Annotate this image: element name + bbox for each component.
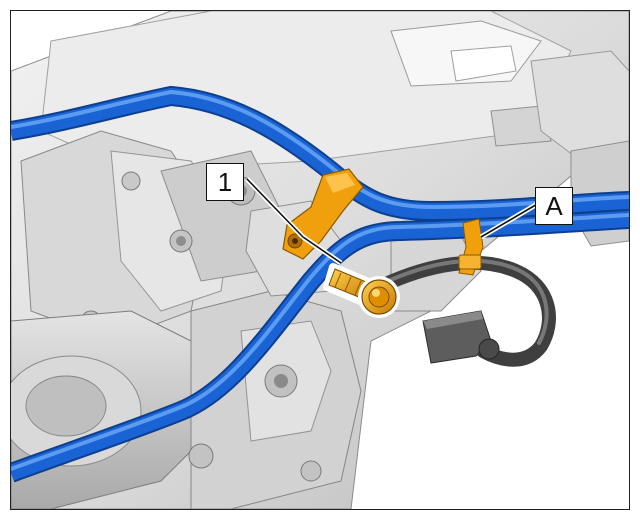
blue-pipe-upper [11,85,629,222]
diagram-frame: 1 A [10,10,630,510]
transmission-housing [11,11,629,509]
callout-label-a: A [535,187,573,225]
leader-line-a [479,200,541,240]
leader-line-1 [245,177,343,266]
clip-icon [458,218,484,276]
bolt-icon [323,263,400,318]
callout-label-1: 1 [206,163,244,201]
hose-line [364,255,556,367]
transmission-illustration [11,11,629,509]
connector-icon [422,310,500,364]
